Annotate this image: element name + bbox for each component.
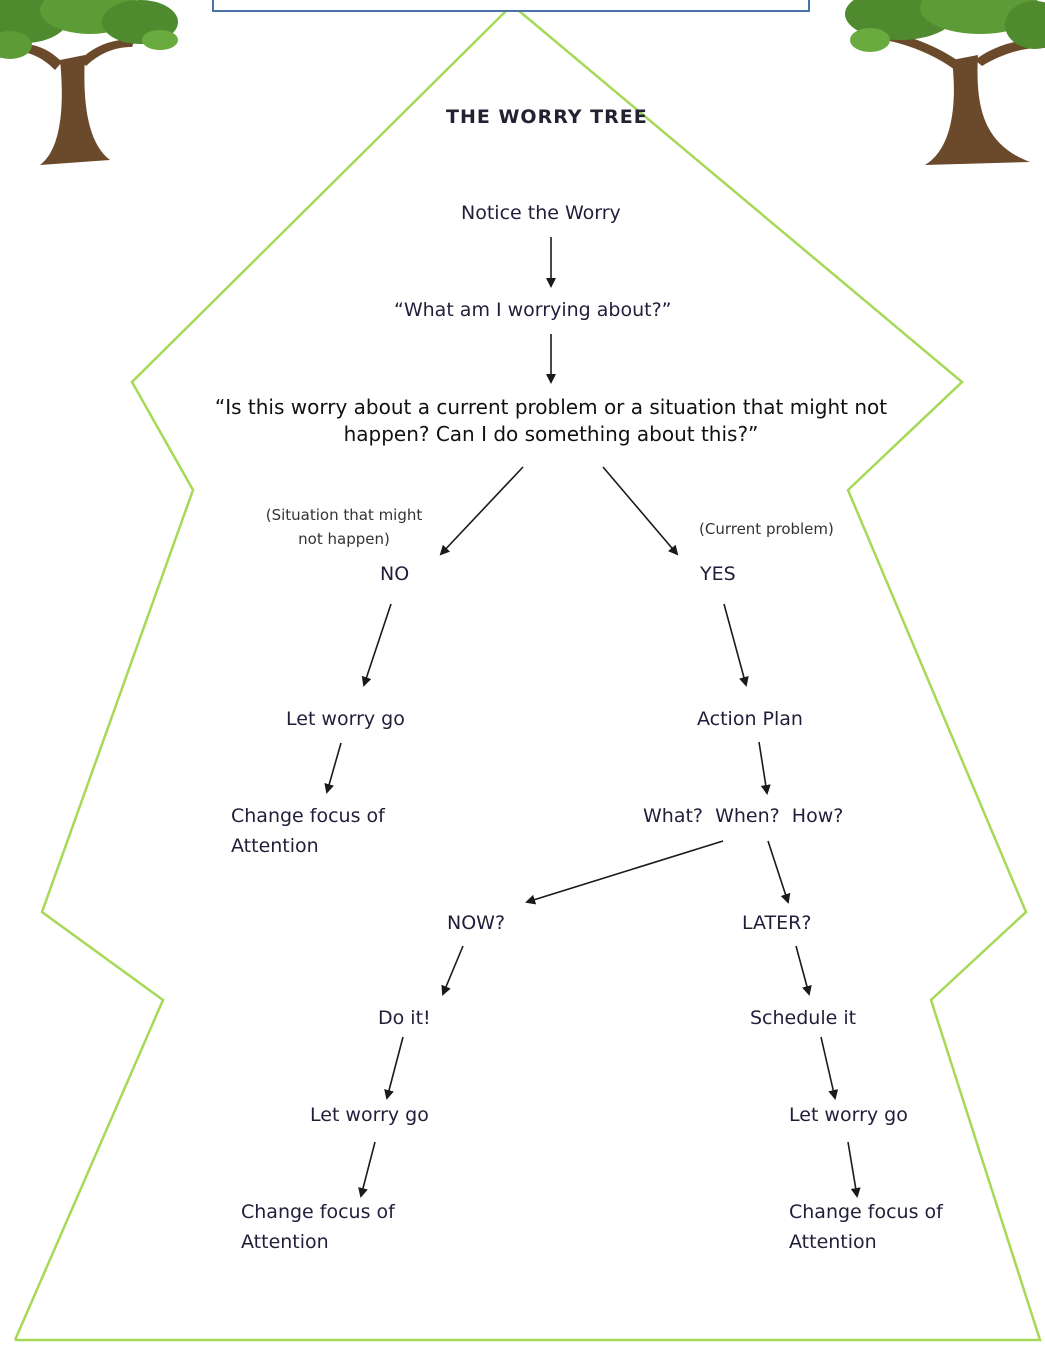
arrow-do-it-to-let-go [384, 1036, 404, 1100]
node-no: NO [380, 563, 410, 585]
node-schedule-it: Schedule it [750, 1007, 857, 1029]
arrow-questions-to-now [525, 840, 724, 905]
node-let-worry-go-1: Let worry go [286, 708, 405, 730]
node-do-it: Do it! [378, 1007, 431, 1029]
node-notice-worry: Notice the Worry [461, 202, 621, 224]
node-yes: YES [700, 563, 736, 585]
node-now: NOW? [447, 912, 506, 934]
note-current-problem: (Current problem) [699, 520, 834, 538]
arrow-action-plan-to-questions [758, 741, 771, 795]
diagram-title: THE WORRY TREE [446, 106, 648, 128]
top-caption-box [212, 0, 810, 12]
node-what-when-how: What? When? How? [643, 805, 844, 827]
arrow-no-to-let-go [361, 603, 392, 687]
arrow-to-no [439, 466, 524, 556]
node-let-worry-go-2: Let worry go [310, 1104, 429, 1126]
node-action-plan: Action Plan [697, 708, 803, 730]
tree-outline [13, 3, 1042, 1342]
arrow-yes-to-action-plan [723, 603, 749, 687]
node-later: LATER? [742, 912, 812, 934]
arrow-later-to-schedule [795, 945, 812, 996]
arrow-schedule-to-let-go [820, 1036, 839, 1100]
right-tree-illustration [845, 0, 1045, 165]
left-tree-illustration [0, 0, 178, 165]
arrow-now-to-do-it [441, 945, 464, 996]
arrow-let-go-to-change-focus-right [847, 1141, 861, 1198]
node-change-focus-2: Change focus of Attention [241, 1201, 395, 1253]
arrow-to-yes [602, 466, 679, 556]
node-let-worry-go-3: Let worry go [789, 1104, 908, 1126]
arrow-let-go-to-change-focus [324, 742, 342, 794]
node-change-focus-1: Change focus of Attention [231, 805, 385, 857]
note-situation: (Situation that might not happen) [265, 506, 423, 548]
node-is-this-worry: “Is this worry about a current problem o… [214, 395, 888, 446]
node-change-focus-3: Change focus of Attention [789, 1201, 943, 1253]
node-what-worrying: “What am I worrying about?” [394, 299, 672, 321]
arrow-questions-to-later [767, 840, 791, 904]
arrow-let-go-to-change-focus-left [358, 1141, 376, 1198]
